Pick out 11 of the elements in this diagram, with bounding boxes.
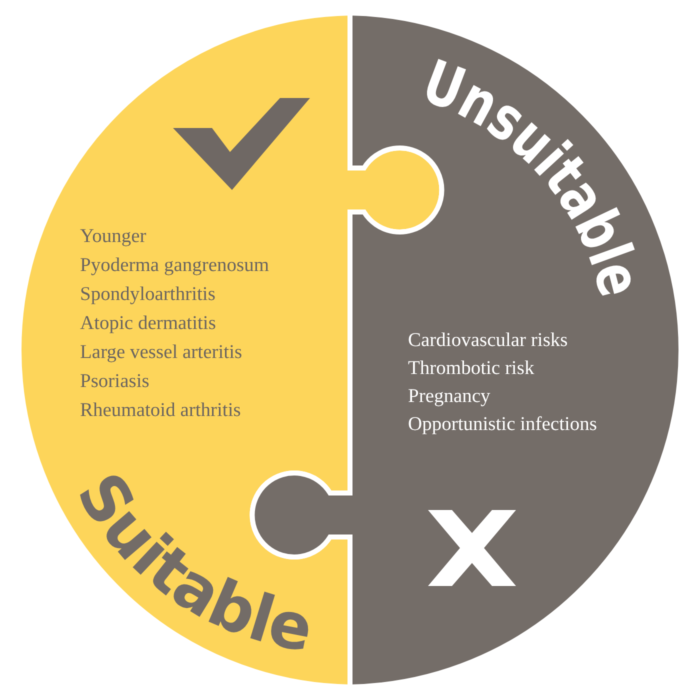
list-item: Atopic dermatitis — [80, 313, 216, 335]
list-item: Pregnancy — [408, 386, 490, 408]
list-item: Psoriasis — [80, 371, 150, 393]
list-item: Cardiovascular risks — [408, 330, 568, 352]
list-item: Pyoderma gangrenosum — [80, 255, 270, 277]
list-item: Spondyloarthritis — [80, 284, 216, 306]
list-item: Large vessel arteritis — [80, 342, 242, 364]
list-item: Opportunistic infections — [408, 414, 598, 436]
list-item: Thrombotic risk — [408, 358, 534, 380]
list-item: Rheumatoid arthritis — [80, 400, 241, 422]
list-item: Younger — [80, 226, 146, 248]
